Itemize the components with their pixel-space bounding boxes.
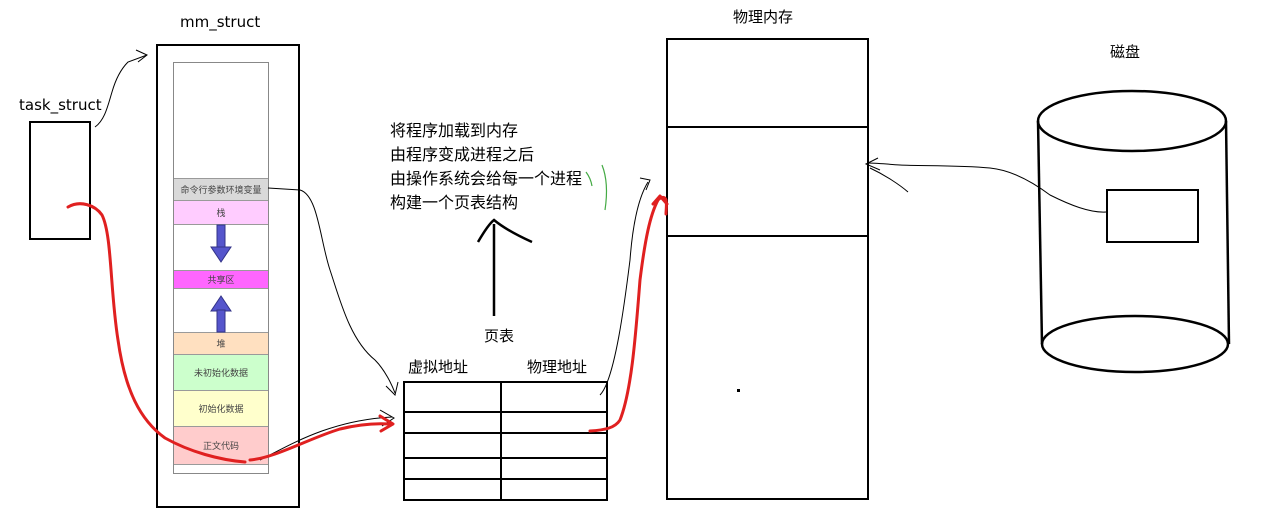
red-paths	[66, 194, 669, 464]
segment-text-label: 正文代码	[202, 442, 239, 452]
note-line-2: 由程序变成进程之后	[390, 145, 535, 164]
memory-dot	[737, 389, 740, 392]
disk-cylinder	[1036, 89, 1231, 374]
space-top-empty	[174, 63, 268, 179]
physical-address-header: 物理地址	[527, 358, 588, 376]
virtual-address-header: 虚拟地址	[408, 358, 469, 376]
disk-label: 磁盘	[1110, 43, 1141, 61]
note-line-1: 将程序加载到内存	[390, 121, 519, 140]
task-struct-box	[29, 121, 91, 240]
segment-bss: 未初始化数据	[174, 355, 268, 391]
segment-data: 初始化数据	[174, 391, 268, 427]
mm-struct-box	[156, 44, 300, 508]
note-line-3: 由操作系统会给每一个进程	[390, 169, 583, 188]
thin-connectors	[94, 49, 1107, 461]
task-struct-label: task_struct	[19, 96, 102, 114]
note-line-4: 构建一个页表结构	[390, 193, 519, 212]
physical-memory-dividers	[667, 126, 868, 237]
virtual-address-space: 命令行参数环境变量 栈 共享区 堆 未初始化数据 初始化数据 正文代码	[173, 62, 269, 474]
up-arrow	[476, 218, 533, 316]
physical-memory-label: 物理内存	[733, 8, 794, 26]
segment-heap-label: 堆	[216, 340, 226, 350]
page-table-lines	[404, 382, 607, 500]
segment-bss-label: 未初始化数据	[193, 369, 248, 379]
segment-heap: 堆	[174, 333, 268, 355]
page-table-grid	[403, 381, 608, 501]
segment-cmdline-env-label: 命令行参数环境变量	[180, 186, 262, 196]
physical-memory-box	[666, 38, 869, 500]
segment-stack-label: 栈	[216, 209, 226, 219]
segment-shared-label: 共享区	[207, 276, 235, 286]
mm-struct-label: mm_struct	[180, 13, 261, 31]
segment-shared: 共享区	[174, 271, 268, 289]
segment-cmdline-env: 命令行参数环境变量	[174, 179, 268, 201]
blue-arrows	[210, 224, 232, 333]
green-marks	[585, 164, 608, 211]
page-table-label: 页表	[484, 327, 515, 345]
segment-data-label: 初始化数据	[198, 405, 244, 415]
